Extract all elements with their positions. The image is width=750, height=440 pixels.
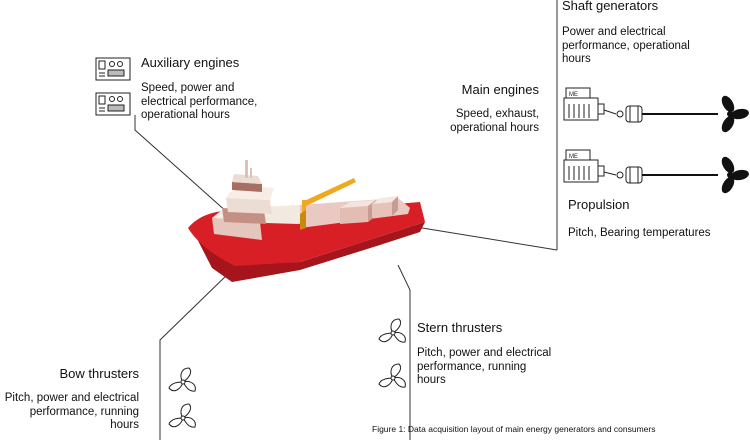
cargo <box>340 196 398 224</box>
stern-thrusters-desc: Pitch, power and electrical performance,… <box>417 347 552 386</box>
stern-thrusters-title: Stern thrusters <box>417 320 503 335</box>
bow-thrusters-desc: Pitch, power and electrical performance,… <box>4 392 139 431</box>
connector-lines <box>134 0 558 440</box>
propeller-icon-2 <box>721 156 749 194</box>
hull-side <box>190 222 425 282</box>
propeller-icon-1 <box>721 95 749 133</box>
ship-illustration <box>188 160 425 282</box>
shaft-generator-icon-1 <box>603 105 643 123</box>
bow-thruster-icon-2 <box>168 403 196 428</box>
crane <box>300 178 356 230</box>
superstructure <box>212 160 274 240</box>
engine-label-1: ME <box>569 92 578 98</box>
shaft-generators-title: Shaft generators <box>562 0 659 13</box>
connector-stern <box>397 264 411 440</box>
figure-caption: Figure 1: Data acquisition layout of mai… <box>372 424 656 434</box>
bow-thruster-icon-1 <box>168 367 196 392</box>
engine-label-2: ME <box>569 154 578 160</box>
auxiliary-engines-title: Auxiliary engines <box>141 55 240 70</box>
propulsion-desc: Pitch, Bearing temperatures <box>568 227 711 239</box>
connector-propulsion <box>409 225 558 251</box>
propulsion-title: Propulsion <box>568 197 630 212</box>
auxiliary-engine-icon-2 <box>95 92 131 116</box>
auxiliary-engines-desc: Speed, power and electrical performance,… <box>141 82 258 121</box>
bow-thrusters-title: Bow thrusters <box>59 366 139 381</box>
shaft-generators-desc: Power and electrical performance, operat… <box>562 26 690 65</box>
stern-thruster-icon-2 <box>378 363 406 388</box>
main-engine-icon-1: ME <box>563 87 605 121</box>
shaft-generator-icon-2 <box>603 166 643 184</box>
main-engine-icon-2: ME <box>563 149 605 183</box>
connector-bow <box>159 271 231 440</box>
stern-thruster-icon-1 <box>378 318 406 343</box>
auxiliary-engine-icon-1 <box>95 57 131 81</box>
main-engines-desc: Speed, exhaust, operational hours <box>450 108 539 134</box>
main-engines-title: Main engines <box>461 82 539 97</box>
connector-auxiliary <box>134 115 229 214</box>
